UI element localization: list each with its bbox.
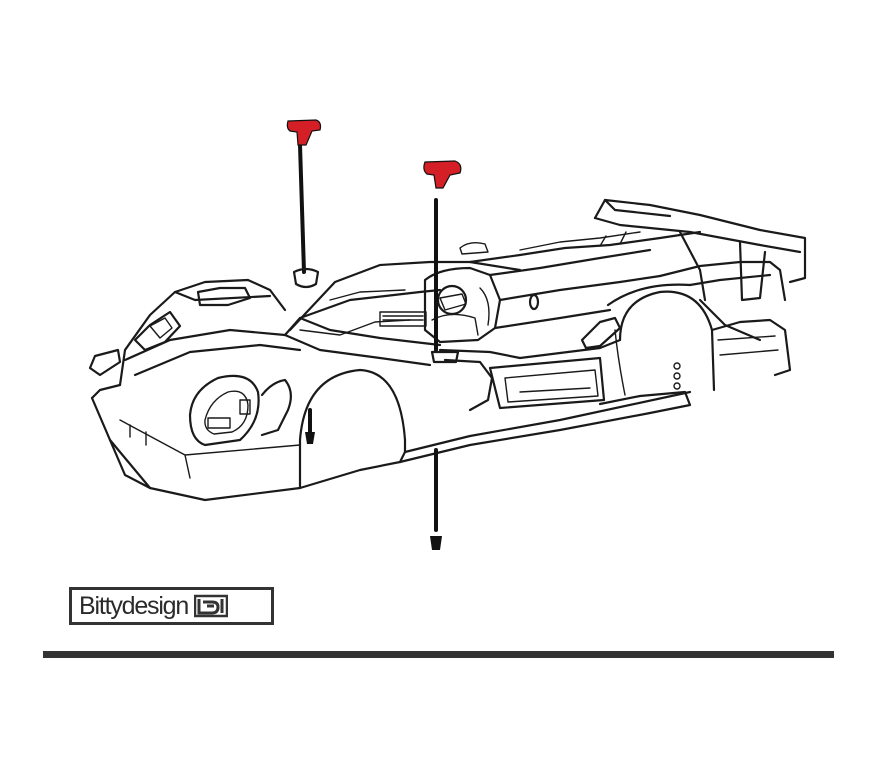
clip-center-shape — [423, 160, 462, 189]
left-mount-post — [292, 143, 320, 289]
screw-left-icon — [305, 408, 315, 444]
screw-bottom-icon — [430, 536, 442, 550]
red-clip-center — [423, 160, 462, 189]
center-mount-post — [430, 198, 460, 532]
car-body — [88, 198, 807, 502]
footer-divider — [43, 651, 834, 658]
brand-text: Bittydesign — [79, 591, 189, 620]
clip-left-shape — [286, 119, 322, 146]
bittydesign-bd-monogram-icon — [194, 594, 229, 618]
bittydesign-logo: Bittydesign — [69, 587, 274, 625]
red-clip-left — [286, 119, 322, 146]
